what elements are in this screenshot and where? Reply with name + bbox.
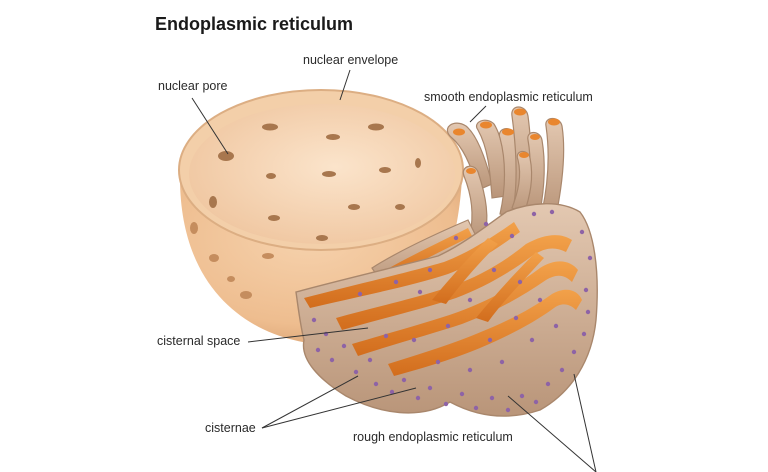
ribosomes: [311, 209, 593, 413]
smooth-er-openings: [453, 108, 560, 174]
diagram-title: Endoplasmic reticulum: [155, 14, 354, 34]
leader-cisternae-2: [261, 387, 417, 429]
leader-lines: [191, 69, 597, 472]
leader-nuclear-pore: [191, 97, 229, 155]
rough-er: [295, 203, 598, 417]
label-nuclear-envelope: nuclear envelope: [303, 53, 399, 67]
leader-nuclear-envelope: [339, 69, 351, 101]
leader-smooth-er: [469, 105, 487, 123]
outer-pores: [190, 222, 274, 299]
leader-cisternae-1: [261, 375, 359, 429]
label-rough-er: rough endoplasmic reticulum: [353, 430, 513, 444]
label-cisternae: cisternae: [205, 421, 256, 435]
cisternal-lumens: [304, 222, 582, 376]
label-smooth-er: smooth endoplasmic reticulum: [424, 90, 593, 104]
leader-cisternal-space: [247, 327, 369, 343]
leader-rough-er-1: [507, 395, 597, 472]
label-nuclear-pore: nuclear pore: [158, 79, 228, 93]
label-cisternal-space: cisternal space: [157, 334, 241, 348]
leader-rough-er-2: [573, 373, 597, 472]
nuclear-pores: [209, 123, 421, 241]
